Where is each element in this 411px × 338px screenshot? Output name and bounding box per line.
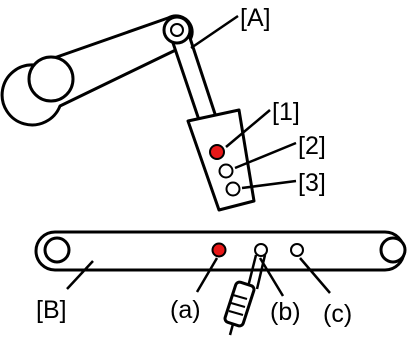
label-hole-2: [2] xyxy=(298,132,326,160)
leader-1 xyxy=(225,109,271,148)
label-hole-1: [1] xyxy=(272,98,300,126)
leader-c-hole xyxy=(299,257,331,294)
lever-hole-c xyxy=(290,243,304,257)
label-hole-b: (b) xyxy=(270,298,301,326)
label-hole-a: (a) xyxy=(170,296,201,324)
lever-left-hole xyxy=(43,236,71,264)
leader-a xyxy=(190,14,239,50)
label-hole-3: [3] xyxy=(298,169,326,197)
lever-b xyxy=(34,230,407,272)
leader-2 xyxy=(234,141,297,170)
rod-top-pin xyxy=(170,23,184,37)
leader-a-hole xyxy=(195,257,219,293)
lever-hole-a xyxy=(211,242,227,258)
lever-right-hole xyxy=(379,236,407,264)
leader-b xyxy=(66,260,94,290)
leader-3 xyxy=(241,179,297,190)
rod-top-joint xyxy=(162,15,192,45)
rod-a xyxy=(162,15,256,212)
rod-hole-3 xyxy=(225,181,241,197)
rod-hole-1 xyxy=(209,144,225,160)
label-link-b: [B] xyxy=(36,296,67,324)
rod-hole-2 xyxy=(218,163,234,179)
crank-pivot-hole xyxy=(27,55,75,103)
label-link-a: [A] xyxy=(240,4,271,32)
label-hole-c: (c) xyxy=(323,300,352,328)
lever-hole-b xyxy=(254,243,268,257)
cable-connector xyxy=(223,254,285,336)
